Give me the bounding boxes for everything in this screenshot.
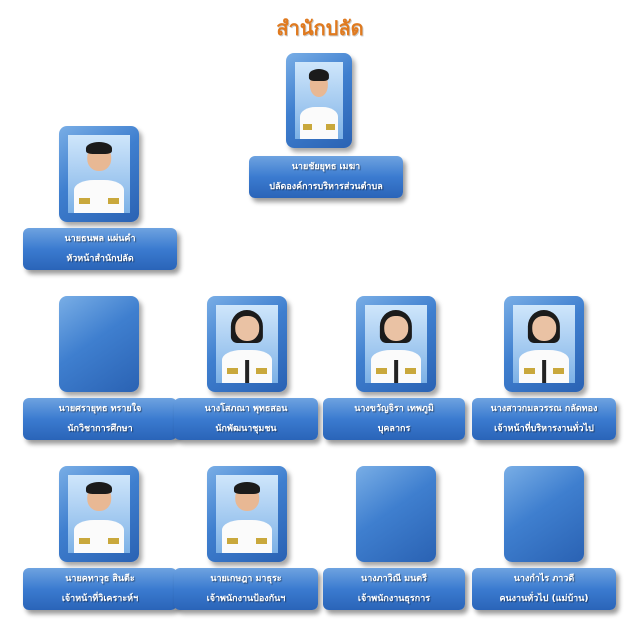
person-name: นางสาวกมลวรรณ กลัดทอง [490,404,598,414]
name-plate: นางกำไร ภาวดี คนงานทั่วไป (แม่บ้าน) [472,568,616,610]
photo-frame [59,466,139,562]
portrait-photo [68,475,130,553]
name-plate: นายธนพล แผ่นคำ หัวหน้าสำนักปลัด [23,228,177,270]
person-position: เจ้าพนักงานธุรการ [357,594,431,604]
person-name: นายชัยยุทธ เมฆา [291,162,361,172]
page-title: สำนักปลัด [276,16,364,40]
person-position: หัวหน้าสำนักปลัด [66,254,134,264]
person-position: บุคลากร [377,424,411,434]
name-plate: นางสาวกมลวรรณ กลัดทอง เจ้าหน้าที่บริหารง… [472,398,616,440]
person-name: นางภาวิณี มนตรี [361,574,427,584]
name-plate: นางภาวิณี มนตรี เจ้าพนักงานธุรการ [323,568,465,610]
photo-frame [207,296,287,392]
portrait-photo [216,305,278,383]
person-name: นางขวัญจิรา เทพภูมิ [354,404,434,414]
person-position: ปลัดองค์การบริหารส่วนตำบล [269,182,383,192]
portrait-photo [216,475,278,553]
portrait-photo [68,135,130,213]
person-position: เจ้าพนักงานป้องกันฯ [206,594,286,604]
person-position: เจ้าหน้าที่วิเคราะห์ฯ [61,594,139,604]
photo-frame [356,296,436,392]
photo-frame [286,53,352,148]
person-position: คนงานทั่วไป (แม่บ้าน) [499,594,589,604]
person-name: นางโสภณา พุทธสอน [204,404,288,414]
person-position: นักพัฒนาชุมชน [215,424,277,434]
name-plate: นายชัยยุทธ เมฆา ปลัดองค์การบริหารส่วนตำบ… [249,156,403,198]
person-name: นายธนพล แผ่นคำ [64,234,136,244]
person-name: นายเกษฎา มาธุระ [210,574,282,584]
photo-frame [59,296,139,392]
name-plate: นายคทาวุธ สินตีะ เจ้าหน้าที่วิเคราะห์ฯ [23,568,177,610]
name-plate: นายเกษฎา มาธุระ เจ้าพนักงานป้องกันฯ [174,568,318,610]
portrait-photo [295,62,343,139]
photo-frame [504,466,584,562]
person-position: นักวิชาการศึกษา [67,424,133,434]
photo-frame [504,296,584,392]
photo-frame [59,126,139,222]
portrait-photo [513,305,575,383]
portrait-photo [365,305,427,383]
person-name: นางกำไร ภาวดี [513,574,575,584]
person-name: นายศรายุทธ ทรายใจ [58,404,142,414]
name-plate: นายศรายุทธ ทรายใจ นักวิชาการศึกษา [23,398,177,440]
name-plate: นางโสภณา พุทธสอน นักพัฒนาชุมชน [174,398,318,440]
person-position: เจ้าหน้าที่บริหารงานทั่วไป [494,424,594,434]
photo-frame [356,466,436,562]
photo-frame [207,466,287,562]
name-plate: นางขวัญจิรา เทพภูมิ บุคลากร [323,398,465,440]
person-name: นายคทาวุธ สินตีะ [65,574,135,584]
